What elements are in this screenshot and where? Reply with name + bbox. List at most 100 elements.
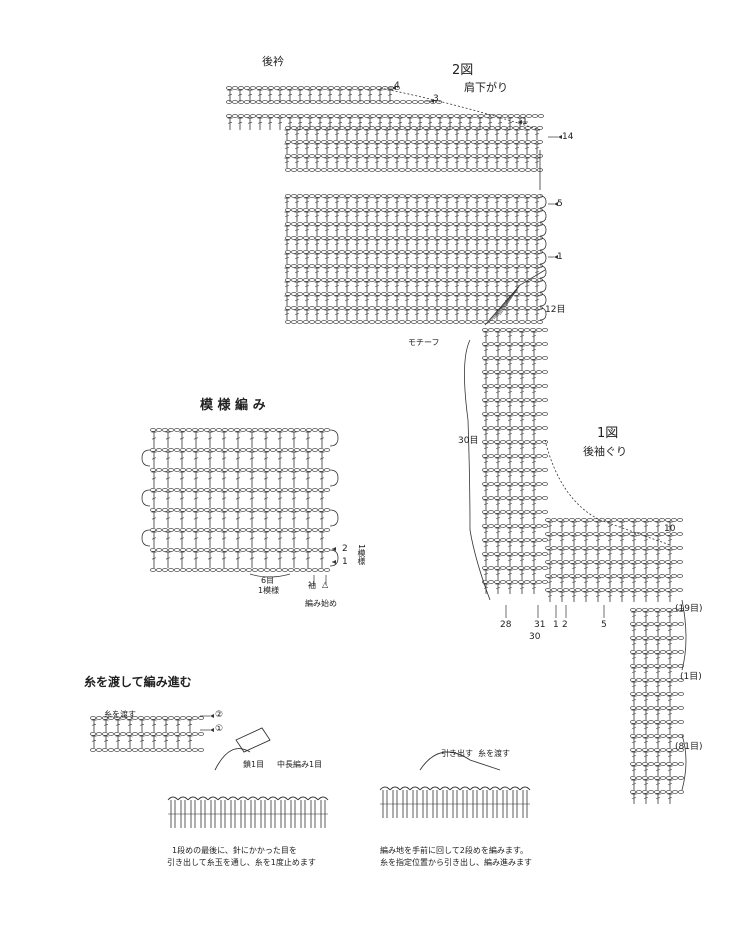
chain-stitch: [150, 489, 155, 492]
chain-stitch: [304, 115, 309, 118]
chain-stitch: [286, 87, 291, 90]
hdc-1-label: 中長編み1目: [277, 761, 322, 769]
chain-stitch: [138, 733, 143, 736]
chain-stitch: [642, 665, 647, 668]
chain-stitch: [192, 733, 197, 736]
chain-stitch: [678, 693, 683, 696]
chain-stitch: [400, 115, 405, 118]
chain-stitch: [494, 329, 499, 332]
arrow-head: [210, 728, 214, 732]
chain-stitch: [318, 429, 323, 432]
chain-stitch: [333, 169, 338, 172]
chain-stitch: [636, 665, 641, 668]
chain-stitch: [495, 279, 500, 282]
chain-stitch: [168, 549, 173, 552]
chain-stitch: [518, 441, 523, 444]
chain-stitch: [435, 307, 440, 310]
chain-stitch: [312, 509, 317, 512]
figure-1-chart: [464, 329, 686, 804]
chain-stitch: [186, 489, 191, 492]
chain-stitch: [264, 509, 269, 512]
chain-stitch: [369, 265, 374, 268]
chain-stitch: [677, 589, 682, 592]
chain-stitch: [629, 519, 634, 522]
chain-stitch: [192, 469, 197, 472]
chain-stitch: [617, 519, 622, 522]
chain-stitch: [525, 169, 530, 172]
chain-stitch: [429, 321, 434, 324]
chain-stitch: [542, 413, 547, 416]
chain-stitch: [672, 679, 677, 682]
chain-stitch: [512, 567, 517, 570]
chain-stitch: [500, 371, 505, 374]
pattern-repeat-count: 6目: [261, 577, 274, 585]
chain-stitch: [441, 209, 446, 212]
chain-stitch: [174, 529, 179, 532]
count-label: 30目: [458, 437, 478, 446]
chain-stitch: [672, 777, 677, 780]
chain-stitch: [501, 223, 506, 226]
chain-stitch: [312, 489, 317, 492]
chain-stitch: [672, 623, 677, 626]
fabric-loop: [188, 797, 198, 800]
chain-stitch: [204, 509, 209, 512]
chain-stitch: [513, 223, 518, 226]
chain-stitch: [174, 549, 179, 552]
chain-stitch: [477, 169, 482, 172]
chain-stitch: [315, 223, 320, 226]
chain-stitch: [587, 561, 592, 564]
chain-stitch: [327, 307, 332, 310]
chain-stitch: [306, 509, 311, 512]
chain-stitch: [270, 449, 275, 452]
row-mark: 14: [562, 133, 573, 142]
chain-stitch: [524, 371, 529, 374]
chain-stitch: [322, 87, 327, 90]
chain-stitch: [477, 307, 482, 310]
chain-stitch: [648, 763, 653, 766]
chain-stitch: [282, 549, 287, 552]
chain-stitch: [228, 489, 233, 492]
chain-stitch: [471, 321, 476, 324]
chain-stitch: [405, 265, 410, 268]
chain-stitch: [411, 223, 416, 226]
chain-stitch: [453, 169, 458, 172]
chain-stitch: [264, 549, 269, 552]
chain-stitch: [285, 141, 290, 144]
chain-stitch: [500, 581, 505, 584]
chain-stitch: [352, 115, 357, 118]
chain-stitch: [677, 519, 682, 522]
chain-stitch: [495, 237, 500, 240]
chain-stitch: [288, 509, 293, 512]
chain-stitch: [671, 575, 676, 578]
chain-stitch: [630, 637, 635, 640]
chain-stitch: [198, 429, 203, 432]
chain-stitch: [525, 237, 530, 240]
chain-stitch: [381, 223, 386, 226]
chain-stitch: [660, 679, 665, 682]
chain-stitch: [297, 209, 302, 212]
chain-stitch: [345, 279, 350, 282]
chain-stitch: [291, 169, 296, 172]
chain-stitch: [660, 609, 665, 612]
chain-stitch: [508, 115, 513, 118]
chain-stitch: [228, 509, 233, 512]
chain-stitch: [363, 127, 368, 130]
caption-left-line-1: 1段めの最後に、針にかかった目を: [172, 847, 297, 855]
chain-stitch: [542, 455, 547, 458]
chain-stitch: [204, 529, 209, 532]
chain-stitch: [234, 449, 239, 452]
chain-stitch: [270, 429, 275, 432]
chain-stitch: [168, 429, 173, 432]
chain-stitch: [334, 115, 339, 118]
chain-stitch: [291, 141, 296, 144]
chain-stitch: [666, 637, 671, 640]
chain-stitch: [345, 321, 350, 324]
chain-stitch: [280, 101, 285, 104]
chain-stitch: [234, 509, 239, 512]
chain-stitch: [524, 581, 529, 584]
chain-stitch: [309, 169, 314, 172]
chain-stitch: [489, 251, 494, 254]
chain-stitch: [376, 101, 381, 104]
chain-stitch: [569, 533, 574, 536]
chain-stitch: [270, 509, 275, 512]
